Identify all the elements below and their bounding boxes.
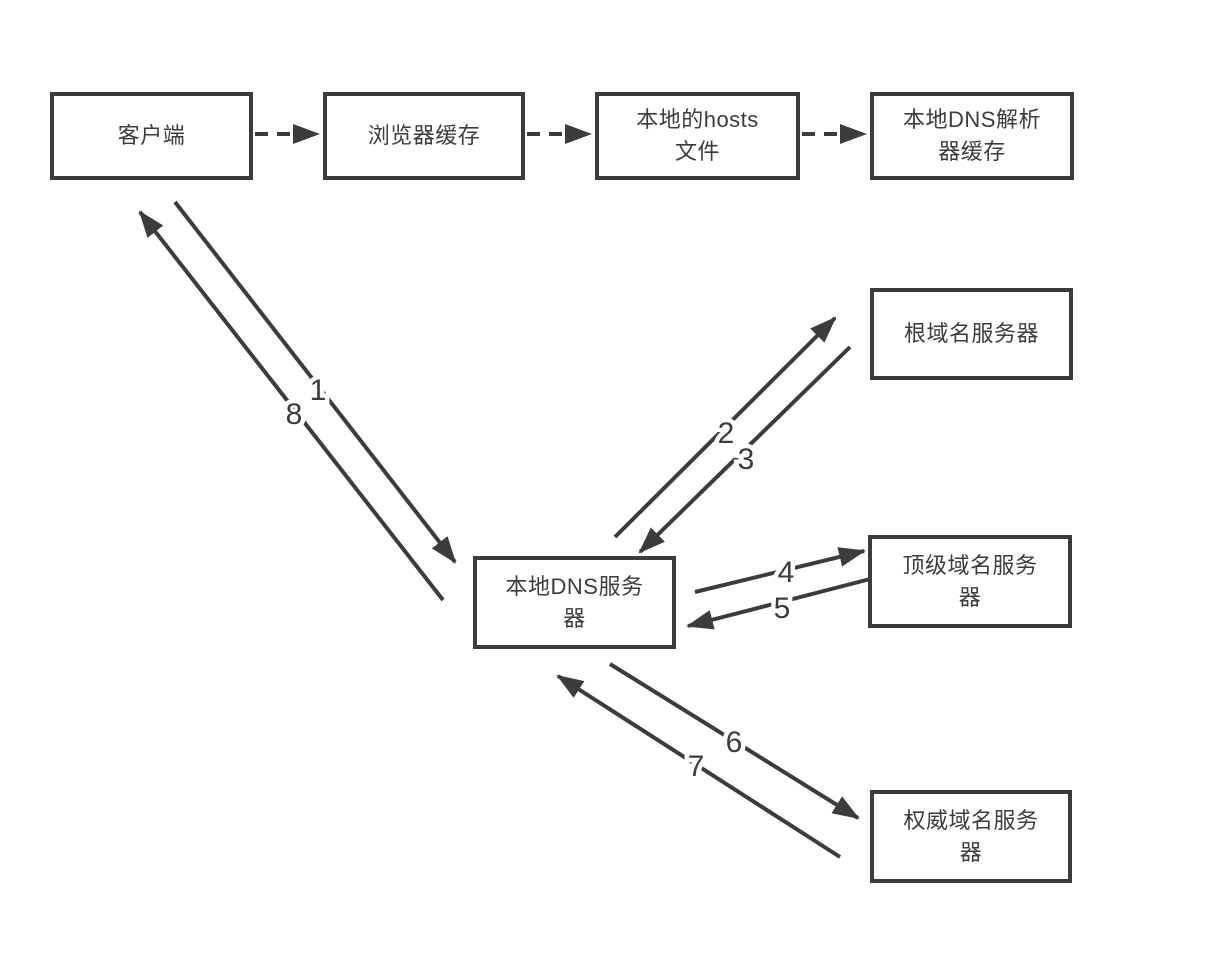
node-local-dns-label-line1: 本地DNS服务 bbox=[505, 573, 644, 599]
edge-step4-label: 4 bbox=[778, 556, 795, 589]
edge-step2-line bbox=[613, 316, 837, 539]
node-client-label: 客户端 bbox=[117, 123, 186, 148]
edge-step8-line bbox=[138, 210, 445, 602]
edge-step1-label: 1 bbox=[310, 374, 327, 407]
node-browser-cache: 浏览器缓存 bbox=[323, 92, 525, 180]
node-resolver-cache-label-line2: 器缓存 bbox=[938, 139, 1006, 164]
edge-step3-line bbox=[638, 345, 852, 554]
node-auth-server-label-line2: 器 bbox=[959, 839, 983, 865]
node-client: 客户端 bbox=[50, 92, 253, 180]
node-resolver-cache-label-line1: 本地DNS解析 bbox=[903, 107, 1041, 132]
edge-step2-label: 2 bbox=[718, 417, 735, 450]
node-local-dns-label-line2: 器 bbox=[563, 605, 586, 631]
edge-step4-line bbox=[694, 547, 866, 594]
node-resolver-cache: 本地DNS解析 器缓存 bbox=[870, 92, 1074, 180]
node-tld-server-label-line1: 顶级域名服务 bbox=[902, 552, 1038, 578]
node-auth-server: 权威域名服务 器 bbox=[870, 790, 1072, 883]
edge-step6-label: 6 bbox=[726, 726, 743, 759]
edge-step8-label: 8 bbox=[286, 398, 303, 431]
node-root-server-label: 根域名服务器 bbox=[903, 321, 1039, 346]
node-browser-cache-label: 浏览器缓存 bbox=[367, 123, 481, 148]
edge-step7-label: 7 bbox=[688, 750, 705, 783]
node-hosts-file-label-line2: 文件 bbox=[674, 139, 720, 164]
edge-step5-line bbox=[686, 576, 875, 630]
node-tld-server-label-line2: 器 bbox=[958, 584, 982, 610]
edge-step3-label: 3 bbox=[738, 443, 755, 476]
edge-step5-label: 5 bbox=[774, 592, 791, 625]
edge-step1-line bbox=[173, 200, 457, 564]
node-hosts-file-label-line1: 本地的hosts bbox=[636, 107, 759, 132]
edge-step6-line bbox=[608, 662, 860, 820]
edge-step7-line bbox=[556, 674, 842, 859]
node-tld-server: 顶级域名服务 器 bbox=[868, 535, 1072, 628]
node-hosts-file: 本地的hosts 文件 bbox=[595, 92, 800, 180]
node-local-dns: 本地DNS服务 器 bbox=[473, 556, 676, 649]
node-root-server: 根域名服务器 bbox=[870, 288, 1073, 380]
node-auth-server-label-line1: 权威域名服务 bbox=[903, 807, 1039, 833]
